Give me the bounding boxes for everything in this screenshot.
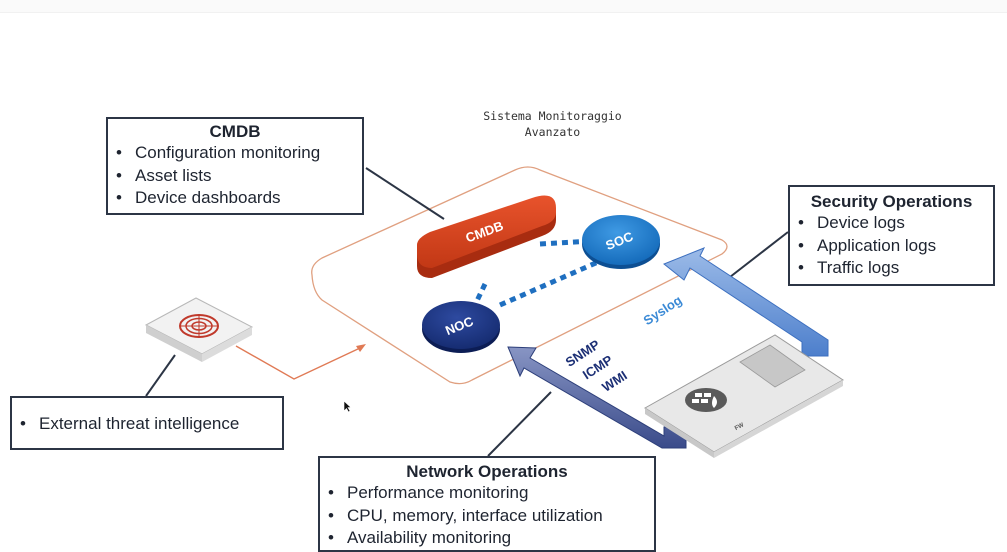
noc-node: NOC [422, 301, 500, 353]
security-item-3: Traffic logs [790, 257, 993, 280]
threat-intelligence-callout: External threat intelligence [10, 396, 284, 450]
security-leader-line [729, 231, 789, 278]
network-item-2: CPU, memory, interface utilization [320, 505, 654, 528]
security-item-2: Application logs [790, 235, 993, 258]
security-item-1: Device logs [790, 212, 993, 235]
firewall-device: FW [644, 334, 844, 458]
soc-node: SOC [582, 215, 660, 269]
system-title-line-1: Sistema Monitoraggio [483, 109, 622, 123]
syslog-arrow [663, 247, 829, 357]
cmdb-item-3: Device dashboards [108, 187, 362, 210]
cmdb-item-2: Asset lists [108, 165, 362, 188]
threat-feed-arrow [235, 344, 366, 380]
node-links [472, 238, 600, 308]
syslog-label: Syslog [641, 292, 685, 328]
network-item-3: Availability monitoring [320, 527, 654, 550]
system-title: Sistema Monitoraggio Avanzato [470, 108, 635, 140]
top-strip [0, 0, 1007, 13]
mouse-cursor-icon [343, 400, 352, 413]
threat-radar-icon [179, 314, 219, 338]
security-operations-list: Device logs Application logs Traffic log… [790, 212, 993, 280]
security-operations-title: Security Operations [810, 192, 973, 211]
system-title-line-2: Avanzato [524, 125, 581, 139]
threat-intelligence-list: External threat intelligence [12, 413, 282, 436]
firewall-label: FW [734, 422, 745, 432]
cmdb-leader-line [365, 167, 445, 220]
threat-leader-line [145, 354, 176, 397]
snmp-arrow [507, 346, 687, 449]
platform-outline [311, 166, 728, 385]
cmdb-callout: CMDB Configuration monitoring Asset list… [106, 117, 364, 215]
firewall-screen [739, 344, 806, 388]
security-operations-callout: Security Operations Device logs Applicat… [788, 185, 995, 286]
firewall-icon [685, 388, 727, 412]
network-operations-title: Network Operations [406, 462, 568, 481]
network-operations-list: Performance monitoring CPU, memory, inte… [320, 482, 654, 550]
network-leader-line [487, 391, 552, 457]
cmdb-callout-title: CMDB [209, 122, 261, 141]
cmdb-callout-list: Configuration monitoring Asset lists Dev… [108, 142, 362, 210]
cmdb-node: CMDB [417, 195, 556, 278]
network-item-1: Performance monitoring [320, 482, 654, 505]
threat-intel-appliance [144, 297, 254, 362]
network-operations-callout: Network Operations Performance monitorin… [318, 456, 656, 552]
threat-item-1: External threat intelligence [12, 413, 282, 436]
cmdb-item-1: Configuration monitoring [108, 142, 362, 165]
